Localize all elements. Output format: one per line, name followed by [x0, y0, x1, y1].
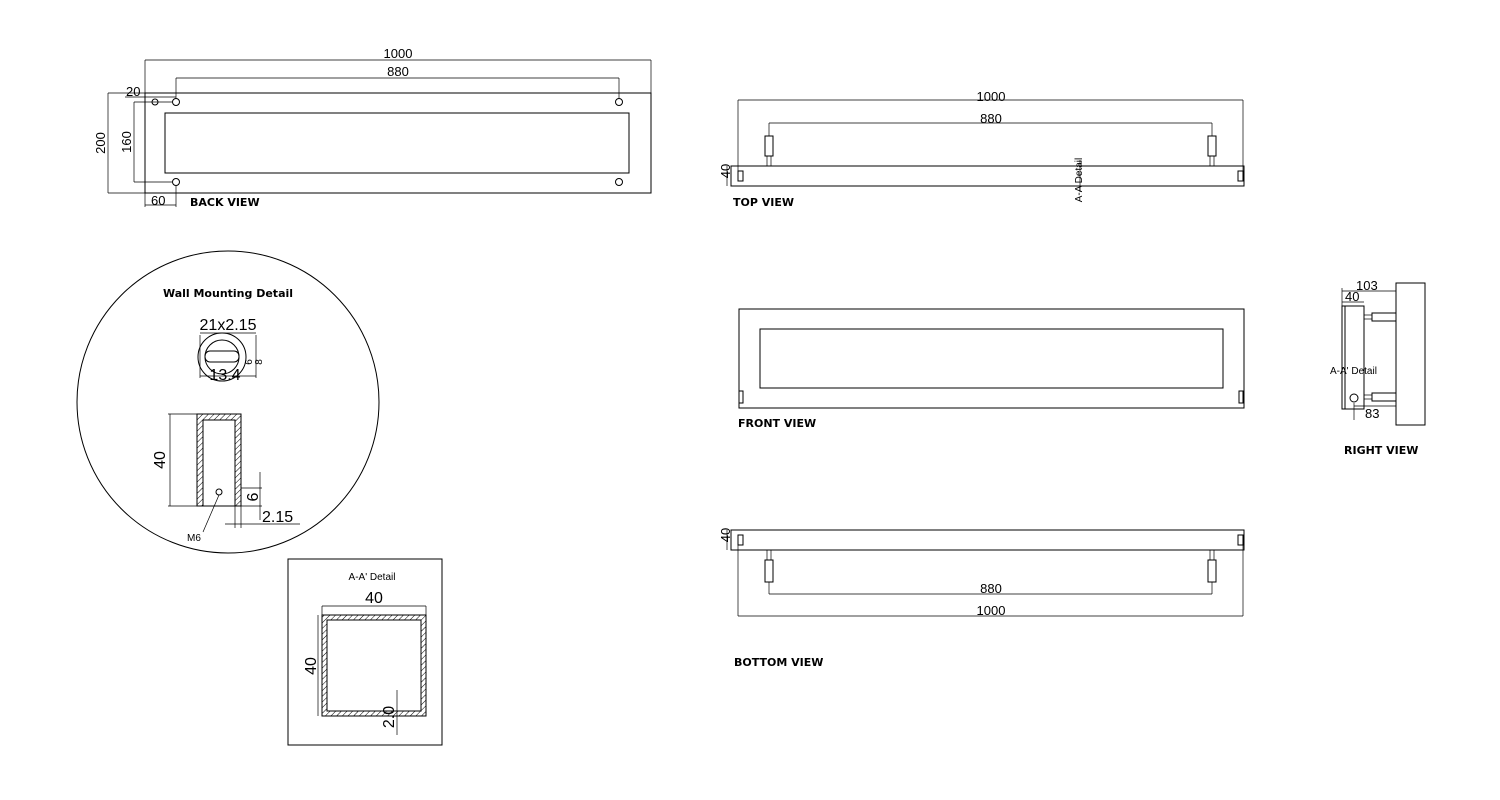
mount-hole-icon [172, 98, 180, 106]
right-dim-83: 83 [1365, 406, 1379, 421]
back-dim-20: 20 [126, 84, 140, 99]
back-panel-inner [164, 112, 630, 174]
bottom-view: 880 1000 40 BOTTOM VIEW [718, 528, 1245, 669]
mount-hole-icon [172, 178, 180, 186]
top-view: 1000 880 40 A-A Detail TOP VIEW [718, 89, 1245, 209]
wall-dim-13-4: 13.4 [209, 367, 240, 384]
bottom-dim-1000: 1000 [977, 603, 1006, 618]
right-view-title: RIGHT VIEW [1344, 444, 1418, 457]
front-frame-outline [738, 308, 1245, 409]
back-dim-160: 160 [119, 131, 134, 153]
back-view: 1000 880 20 200 160 60 BACK VIEW [93, 46, 652, 209]
back-view-title: BACK VIEW [190, 196, 260, 209]
top-frame-outline [730, 165, 1245, 187]
standoff [764, 135, 774, 157]
wall-detail-title: Wall Mounting Detail [163, 287, 293, 300]
back-dim-880: 880 [387, 64, 409, 79]
top-aa-detail-label: A-A Detail [1074, 158, 1085, 202]
mount-hole-icon [1349, 393, 1359, 403]
box-dim-40-width: 40 [365, 590, 383, 607]
top-dim-1000: 1000 [977, 89, 1006, 104]
mount-hole-icon [615, 98, 623, 106]
box-dim-40-height: 40 [303, 657, 320, 675]
wall-dim-2-15: 2.15 [262, 509, 293, 526]
front-view: FRONT VIEW [738, 308, 1245, 430]
right-frame [1341, 305, 1365, 410]
detail-circle [76, 250, 380, 554]
top-dim-40: 40 [718, 164, 733, 178]
right-dim-103: 103 [1356, 278, 1378, 293]
keyhole-bracket-icon [197, 332, 247, 382]
top-view-title: TOP VIEW [733, 196, 794, 209]
wall-dim-6a: 6 [244, 359, 255, 365]
front-panel-inner [759, 328, 1224, 389]
wall-dim-slot: 21x2.15 [200, 317, 257, 334]
right-panel [1395, 282, 1426, 426]
aa-box-label: A-A' Detail [349, 572, 396, 583]
detail-frame [287, 558, 443, 746]
m6-label: M6 [187, 533, 201, 544]
right-dim-40: 40 [1345, 289, 1359, 304]
aa-detail-box: A-A' Detail 40 40 2.0 [287, 558, 443, 746]
back-dim-200: 200 [93, 132, 108, 154]
standoff [1207, 559, 1217, 583]
wall-dim-6: 6 [245, 492, 262, 501]
right-aa-detail-label: A-A' Detail [1330, 366, 1377, 377]
standoff [1207, 135, 1217, 157]
right-view: 103 40 83 A-A' Detail RIGHT VIEW [1330, 278, 1426, 457]
bottom-frame-outline [730, 529, 1245, 551]
mount-hole-icon [615, 178, 623, 186]
back-dim-1000: 1000 [384, 46, 413, 61]
wall-dim-8: 8 [254, 359, 265, 365]
bottom-view-title: BOTTOM VIEW [734, 656, 823, 669]
bottom-dim-40: 40 [718, 528, 733, 542]
wall-dim-40: 40 [152, 451, 169, 469]
wall-mounting-detail: Wall Mounting Detail 21x2.15 13.4 8 6 40… [76, 250, 380, 554]
bottom-dim-880: 880 [980, 581, 1002, 596]
box-dim-2: 2.0 [381, 706, 398, 728]
back-panel-outline [144, 92, 652, 194]
top-dim-880: 880 [980, 111, 1002, 126]
front-view-title: FRONT VIEW [738, 417, 816, 430]
back-dim-60: 60 [151, 193, 165, 208]
standoff [764, 559, 774, 583]
